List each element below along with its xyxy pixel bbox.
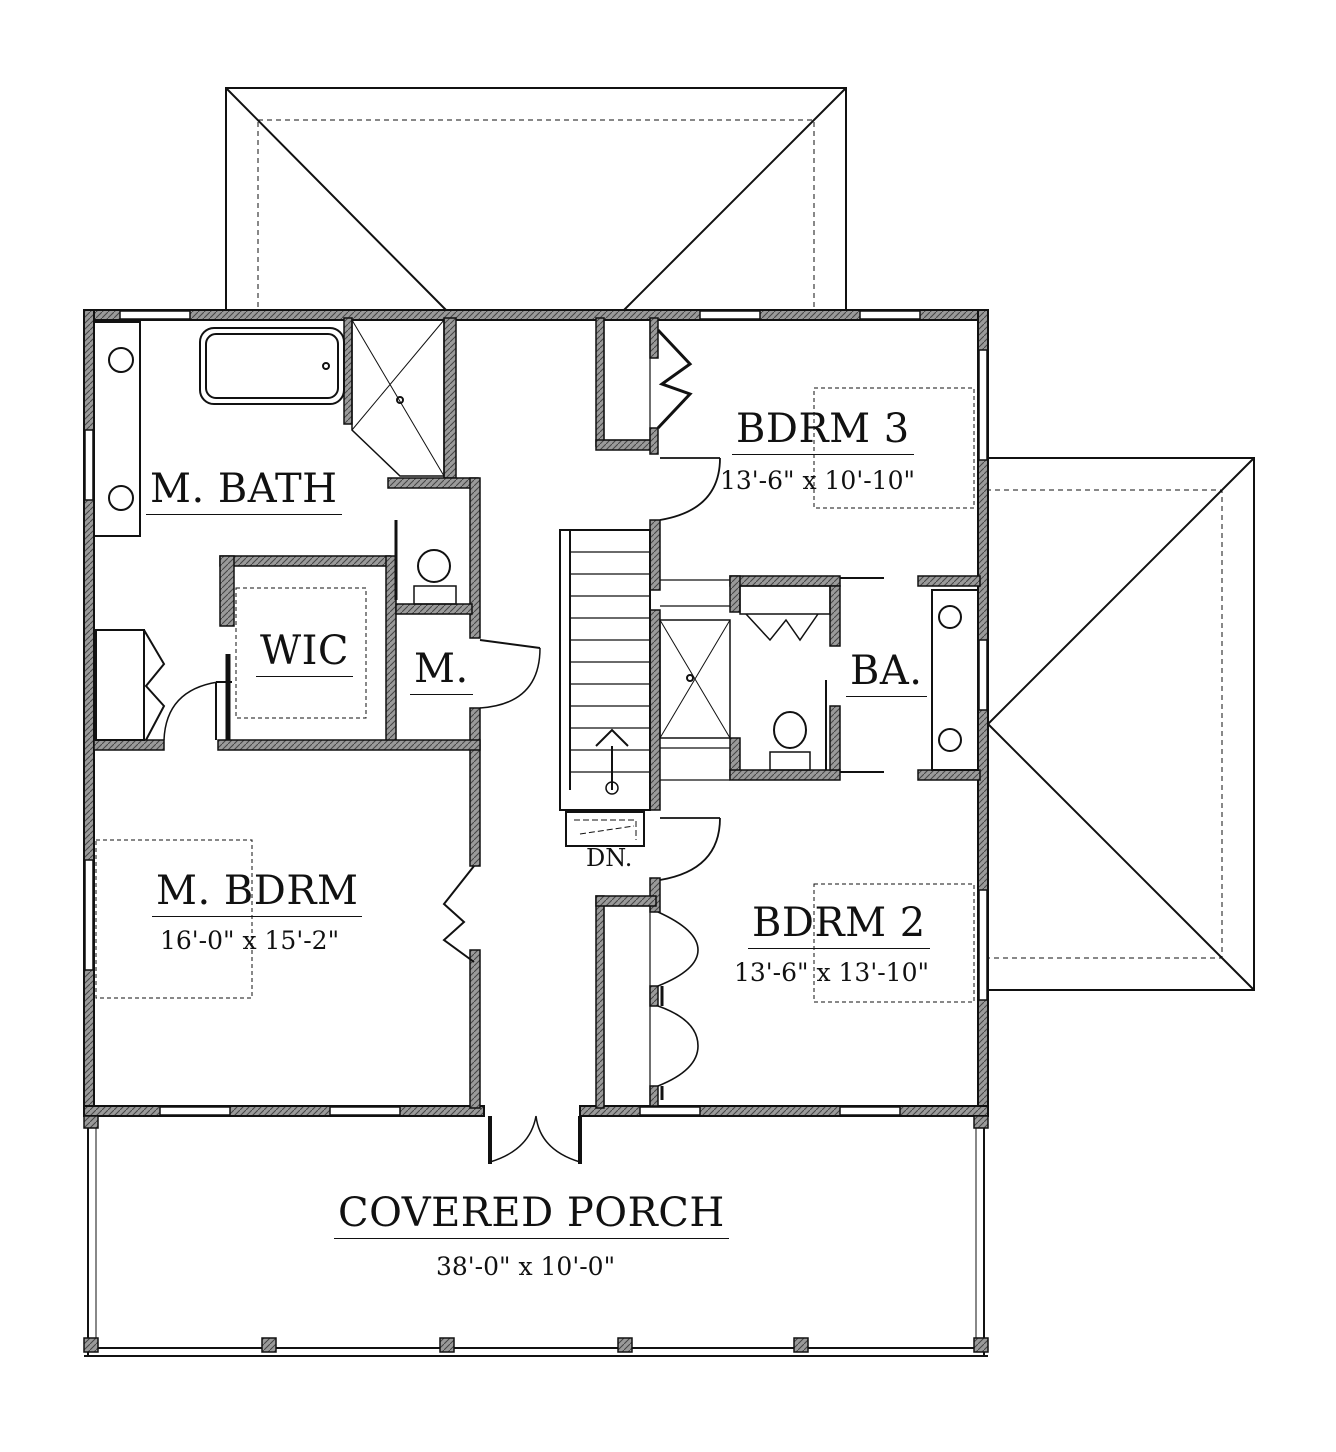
bdrm3-door [659, 457, 721, 521]
windows [84, 310, 988, 1116]
bdrm3-dashed-box [813, 387, 975, 509]
m-door [479, 639, 541, 709]
entry-door [488, 1115, 582, 1164]
stair-dn-label: DN. [586, 844, 633, 872]
ba-label: BA. [846, 648, 927, 697]
m-bdrm-door [442, 865, 475, 963]
hall-bath-fixtures [659, 577, 979, 781]
bdrm3-label: BDRM 3 [732, 406, 914, 455]
staircase [559, 529, 651, 847]
porch-label: COVERED PORCH [334, 1190, 729, 1239]
m-bdrm-label: M. BDRM [152, 868, 363, 917]
m-bdrm-dims: 16'-0" x 15'-2" [160, 926, 340, 955]
m-bath-label: M. BATH [146, 466, 342, 515]
bdrm2-closet [603, 905, 699, 1107]
m-label: M. [410, 646, 473, 695]
roof-top [225, 87, 847, 311]
wic-label: WIC [256, 628, 354, 677]
bdrm3-dims: 13'-6" x 10'-10" [720, 466, 915, 495]
m-bdrm-dashed-box [95, 839, 253, 999]
porch-columns [83, 1115, 989, 1353]
bdrm2-door [659, 817, 721, 881]
bdrm2-label: BDRM 2 [748, 900, 930, 949]
bdrm2-dashed-box [813, 883, 975, 1003]
bdrm3-closet [603, 319, 693, 441]
roof-right [985, 457, 1255, 991]
porch-outline [84, 1116, 988, 1357]
wic-shelf [235, 587, 367, 719]
left-closet [95, 629, 219, 741]
bdrm2-dims: 13'-6" x 13'-10" [734, 958, 929, 987]
wic-door [215, 654, 232, 740]
master-bath-fixtures [93, 319, 457, 605]
interior-walls [93, 317, 981, 1109]
porch-dims: 38'-0" x 10'-0" [436, 1252, 616, 1281]
